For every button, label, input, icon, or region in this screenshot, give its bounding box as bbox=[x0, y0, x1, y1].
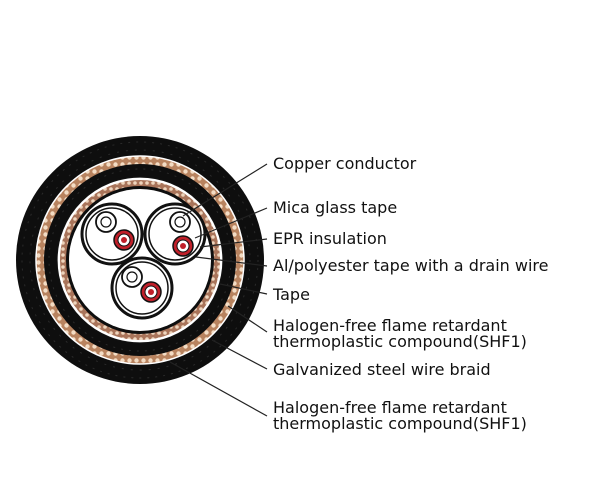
label-al-polyester-tape: Al/polyester tape with a drain wire bbox=[273, 256, 549, 275]
label-steel-wire-braid: Galvanized steel wire braid bbox=[273, 360, 491, 379]
label-tape: Tape bbox=[273, 285, 310, 304]
leader-mica-glass-tape bbox=[194, 207, 268, 239]
label-outer-sheath: Halogen-free flame retardant thermoplast… bbox=[273, 398, 527, 433]
leader-copper-conductor bbox=[182, 163, 268, 217]
leader-epr-insulation bbox=[199, 238, 268, 248]
leader-tape bbox=[219, 283, 268, 295]
pair-bottom bbox=[110, 256, 174, 320]
leader-inner-sheath bbox=[227, 305, 268, 333]
label-inner-sheath: Halogen-free flame retardant thermoplast… bbox=[273, 316, 527, 351]
label-epr-insulation: EPR insulation bbox=[273, 229, 387, 248]
leader-outer-sheath bbox=[169, 361, 268, 417]
label-copper-conductor: Copper conductor bbox=[273, 154, 417, 173]
leader-al-polyester-tape bbox=[195, 256, 268, 267]
label-mica-glass-tape: Mica glass tape bbox=[273, 198, 398, 217]
pair-top-right bbox=[143, 202, 207, 266]
leader-lines bbox=[169, 163, 268, 417]
leader-steel-wire-braid bbox=[211, 339, 268, 370]
pair-top-left bbox=[80, 202, 144, 266]
